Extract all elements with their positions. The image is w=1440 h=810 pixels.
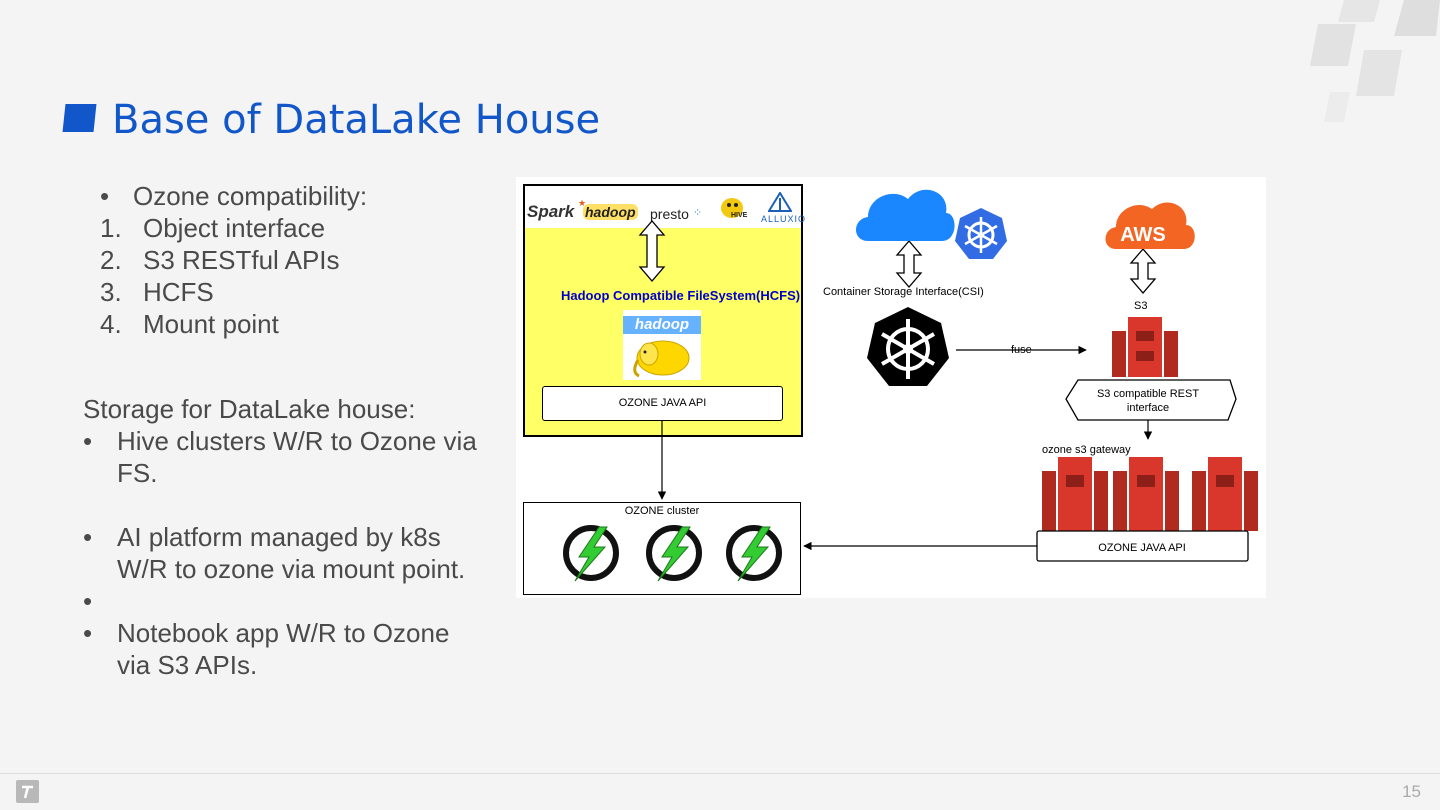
- bullet: •: [83, 586, 93, 616]
- corner-decoration: [1310, 0, 1440, 122]
- footer-logo-icon: [16, 780, 39, 803]
- item-text: AI platform managed by k8s: [117, 522, 441, 552]
- hcfs-double-arrow-icon: [638, 220, 666, 282]
- diagram-graphics: AWS S3 compatible REST interface: [563, 189, 1258, 582]
- list-item: 2. S3 RESTful APIs: [100, 244, 500, 276]
- hadoop-elephant-logo-icon: hadoop: [623, 310, 701, 380]
- csi-label: Container Storage Interface(CSI): [823, 286, 984, 298]
- s3-gateway-bucket-icon: [1042, 457, 1108, 531]
- hadoop-small-logo-icon: hadoop: [583, 204, 638, 220]
- kubernetes-large-icon: [867, 307, 949, 386]
- storage-section: Storage for DataLake house: • Hive clust…: [83, 393, 503, 681]
- storage-heading: Storage for DataLake house:: [83, 394, 416, 424]
- page-title: Base of DataLake House: [112, 97, 601, 143]
- kubernetes-small-icon: [955, 208, 1007, 259]
- s3-bucket-icon: [1112, 317, 1178, 377]
- storage-list: • Hive clusters W/R to Ozone via FS. • A…: [83, 425, 503, 681]
- item-number: 4.: [100, 309, 122, 339]
- item-text: HCFS: [143, 277, 214, 307]
- list-item: • AI platform managed by k8s W/R to ozon…: [83, 521, 503, 585]
- s3-gateway-bucket-icon: [1113, 457, 1179, 531]
- compat-heading-row: • Ozone compatibility:: [100, 180, 500, 212]
- aws-label: AWS: [1120, 224, 1166, 246]
- s3-gateway-bucket-icon: [1192, 457, 1258, 531]
- s3-gateway-label: ozone s3 gateway: [1042, 444, 1131, 456]
- engine-logos-strip: Spark ★ hadoop presto ⁘ HIVE ALLUXIO: [525, 186, 805, 228]
- presto-logo-icon: presto: [650, 206, 689, 222]
- s3-rest-interface-box: S3 compatible REST interface: [1065, 379, 1237, 421]
- item-text: W/R to ozone via mount point.: [117, 554, 466, 584]
- ozone-node-icon: [646, 525, 702, 582]
- alluxio-label: ALLUXIO: [761, 214, 807, 224]
- ozone-node-icon: [726, 525, 782, 582]
- compat-list: 1. Object interface 2. S3 RESTful APIs 3. H…: [100, 212, 500, 340]
- item-text: Object interface: [143, 213, 326, 243]
- hadoop-logo-text: hadoop: [623, 316, 701, 334]
- item-number: 3.: [100, 277, 122, 307]
- s3-double-arrow-icon: [1129, 248, 1157, 294]
- compat-section: • Ozone compatibility: 1. Object interfac…: [100, 180, 500, 340]
- item-text: Mount point: [143, 309, 279, 339]
- elephant-icon: [633, 340, 690, 378]
- item-text: Notebook app W/R to Ozone: [117, 618, 450, 648]
- csi-double-arrow-icon: [895, 240, 923, 288]
- hive-logo-icon: [721, 198, 743, 218]
- hive-label: HIVE: [731, 212, 748, 219]
- bullet: •: [83, 522, 93, 552]
- item-text: S3 RESTful APIs: [143, 245, 340, 275]
- list-item: 3. HCFS: [100, 276, 500, 308]
- aws-cloud-icon: AWS: [1105, 202, 1195, 249]
- spark-star-icon: ★: [578, 198, 587, 208]
- ozone-node-icon: [563, 525, 619, 582]
- hcfs-label: Hadoop Compatible FileSystem(HCFS): [561, 288, 801, 303]
- bullet: •: [83, 618, 93, 648]
- page-number: 15: [1402, 782, 1421, 801]
- architecture-diagram: Spark ★ hadoop presto ⁘ HIVE ALLUXIO Had…: [516, 177, 1266, 598]
- item-number: 2.: [100, 245, 122, 275]
- presto-dots-icon: ⁘: [693, 207, 703, 219]
- ozone-java-api-left-box: OZONE JAVA API: [542, 386, 783, 421]
- list-item: 4. Mount point: [100, 308, 500, 340]
- title-square-icon: [62, 104, 97, 132]
- list-item: •: [83, 585, 503, 617]
- spark-logo-icon: Spark: [527, 202, 575, 221]
- ozone-cluster-label: OZONE cluster: [624, 505, 700, 517]
- item-number: 1.: [100, 213, 122, 243]
- footer-divider: [0, 773, 1440, 774]
- s3-rest-line2: interface: [1127, 402, 1169, 414]
- list-spacer: [83, 489, 503, 521]
- compute-engines-box: Spark ★ hadoop presto ⁘ HIVE ALLUXIO Had…: [523, 184, 805, 437]
- list-item: • Notebook app W/R to Ozone via S3 APIs.: [83, 617, 503, 681]
- list-item: • Hive clusters W/R to Ozone via FS.: [83, 425, 503, 489]
- item-text: via S3 APIs.: [117, 650, 258, 680]
- bullet: •: [83, 426, 93, 456]
- cloud-icon: [856, 189, 955, 241]
- alluxio-logo-icon: [768, 192, 792, 212]
- ozone-java-api-right-label: OZONE JAVA API: [1098, 542, 1186, 554]
- compat-heading: Ozone compatibility:: [133, 181, 368, 211]
- compat-bullet: •: [100, 181, 110, 211]
- item-text: Hive clusters W/R to Ozone via: [117, 426, 477, 456]
- item-text: FS.: [117, 458, 158, 488]
- s3-label: S3: [1134, 300, 1148, 312]
- s3-rest-line1: S3 compatible REST: [1097, 388, 1199, 400]
- list-item: 1. Object interface: [100, 212, 500, 244]
